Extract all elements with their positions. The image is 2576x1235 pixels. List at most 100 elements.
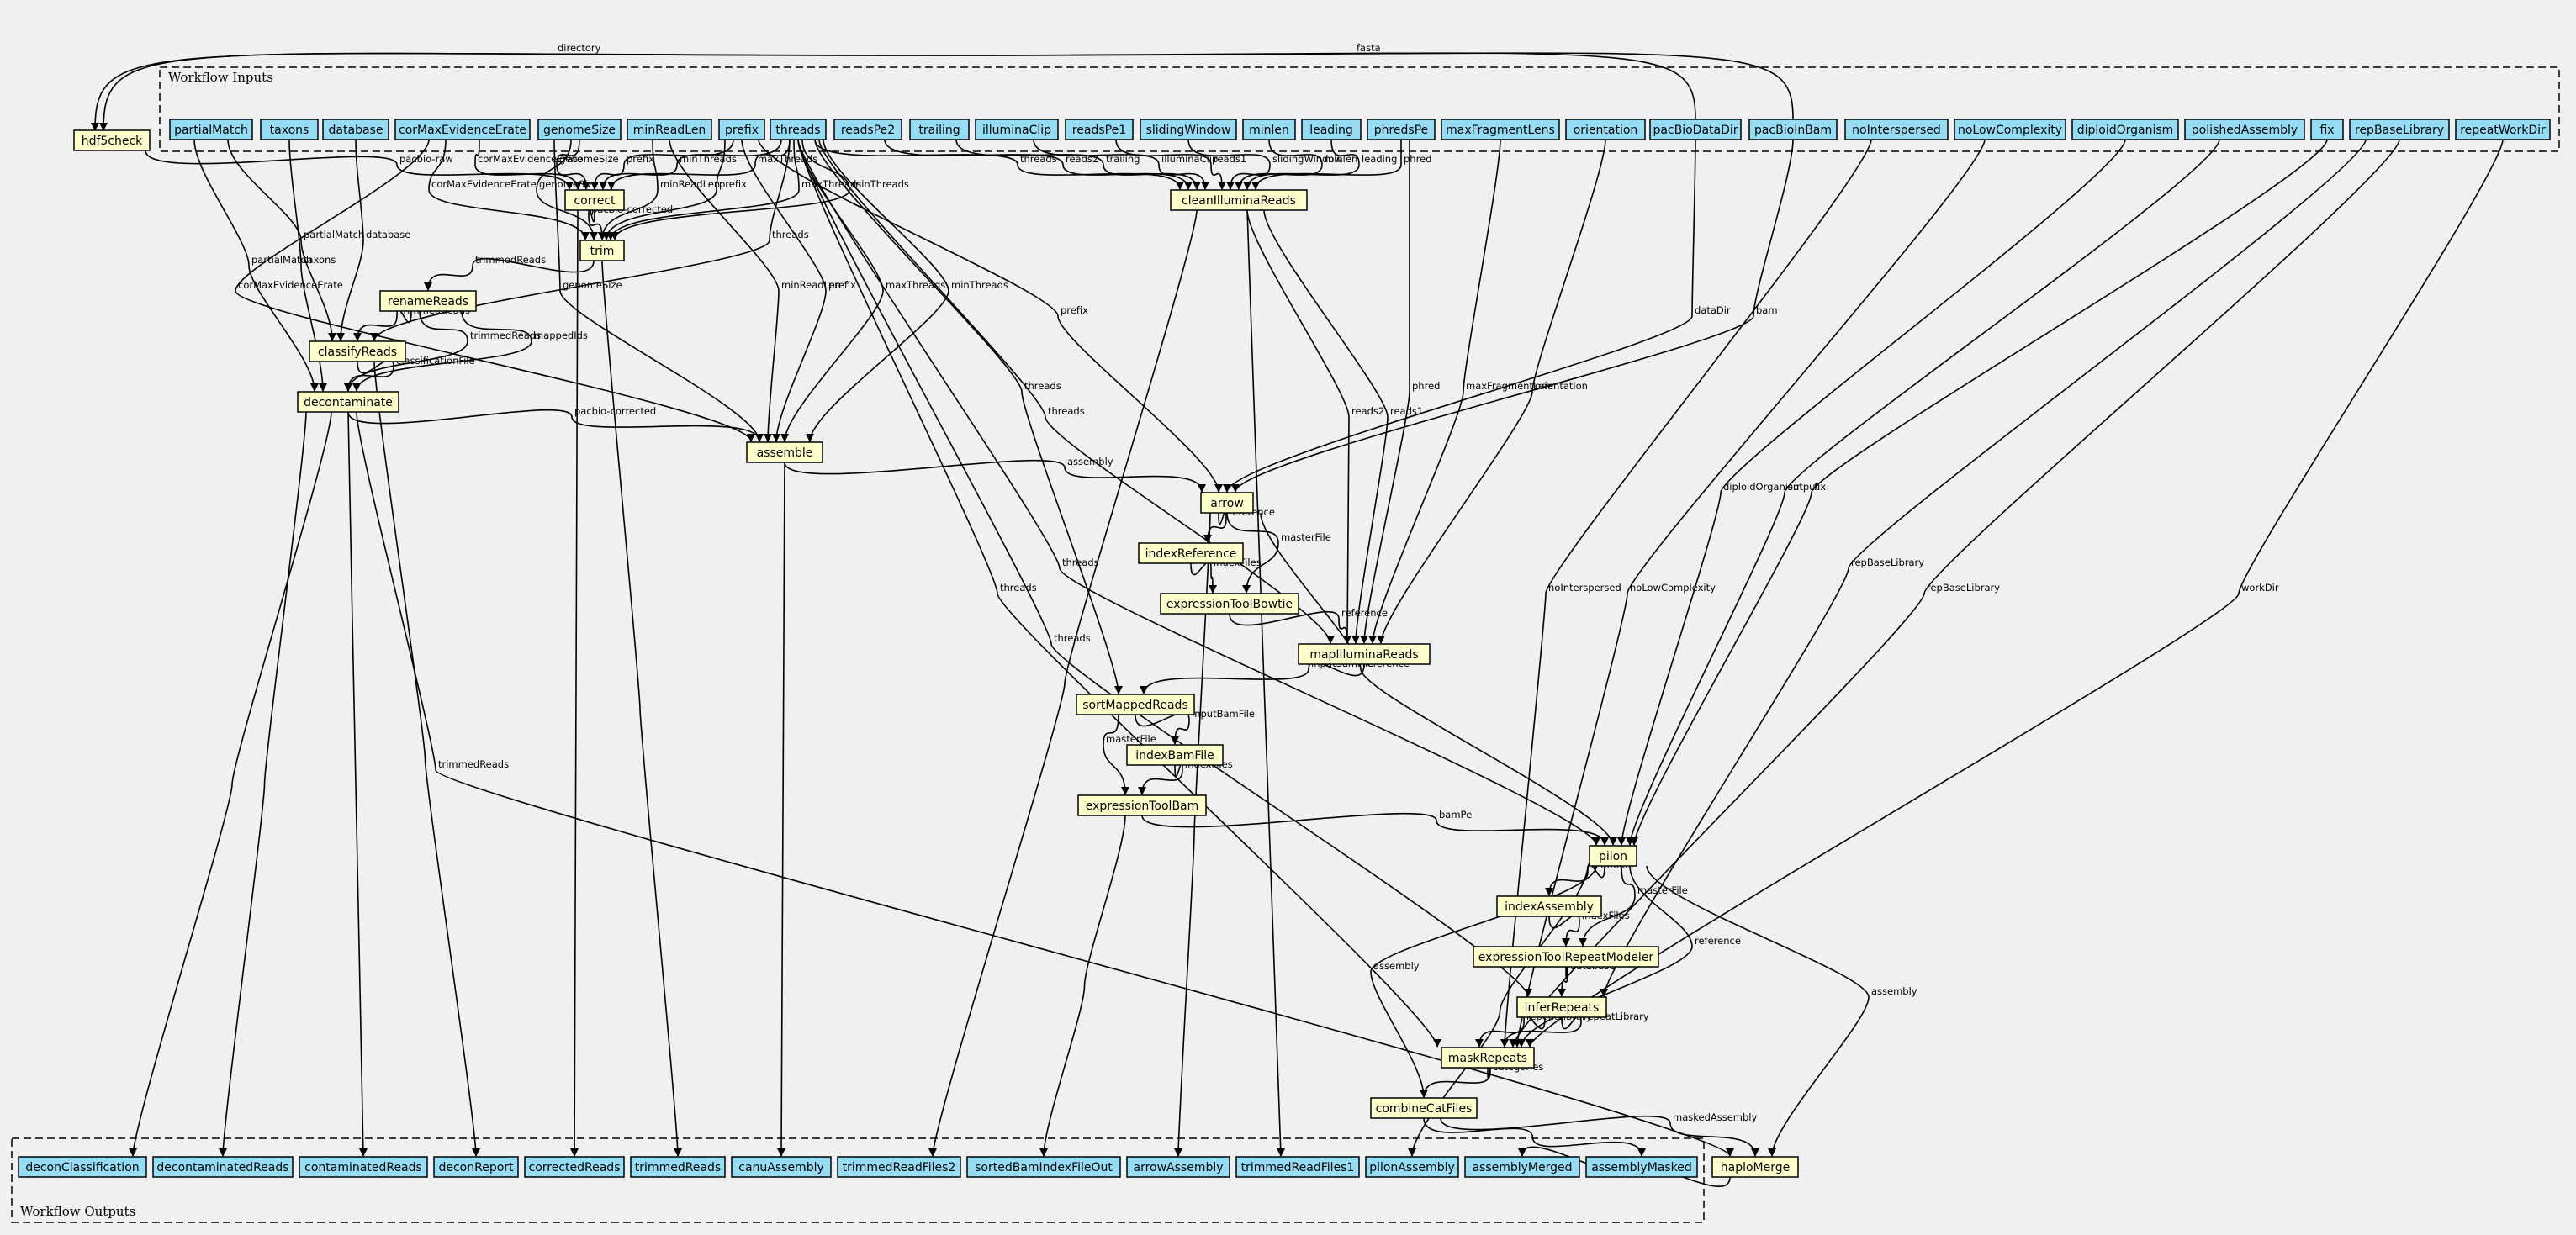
- input-node-orientation[interactable]: orientation: [1565, 119, 1646, 140]
- edge-genome-size-to-trim: [536, 139, 598, 240]
- input-node-diploid-organism[interactable]: diploidOrganism: [2071, 119, 2179, 140]
- step-node-expression-tool-repeat-modeler[interactable]: expressionToolRepeatModeler: [1473, 946, 1659, 968]
- output-node-pilon-assembly[interactable]: pilonAssembly: [1365, 1156, 1459, 1178]
- edge-combine-cat-files-to-haplo-merge: [1440, 1115, 1759, 1157]
- edge-label: threads: [1020, 153, 1057, 165]
- edge-label: corMaxEvidenceErate: [431, 178, 537, 190]
- input-node-threads[interactable]: threads: [770, 119, 827, 140]
- input-node-polished-assembly[interactable]: polishedAssembly: [2184, 119, 2305, 140]
- step-node-pilon[interactable]: pilon: [1589, 845, 1637, 867]
- step-node-trim[interactable]: trim: [579, 240, 625, 261]
- step-node-classify-reads[interactable]: classifyReads: [309, 340, 406, 362]
- input-node-phreds-pe[interactable]: phredsPe: [1367, 119, 1436, 140]
- edge-clean-illumina-reads-to-trimmed-read-files2: [928, 209, 1198, 1157]
- step-label: expressionToolBam: [1086, 800, 1199, 813]
- edge-label: noLowComplexity: [1630, 582, 1716, 594]
- step-node-rename-reads[interactable]: renameReads: [379, 290, 477, 312]
- step-node-index-reference[interactable]: indexReference: [1138, 542, 1244, 564]
- input-box: [2071, 119, 2179, 140]
- input-node-pac-bio-in-bam[interactable]: pacBioInBam: [1748, 119, 1838, 140]
- output-node-decon-classification[interactable]: deconClassification: [18, 1156, 147, 1178]
- edge-label: threads: [1000, 582, 1037, 594]
- input-node-illumina-clip[interactable]: illuminaClip: [975, 119, 1059, 140]
- step-node-combine-cat-files[interactable]: combineCatFiles: [1370, 1097, 1478, 1119]
- edge-database-to-classify-reads: [336, 139, 364, 341]
- edge-threads-to-pilon: [797, 139, 1600, 846]
- edge-label: fix: [1814, 481, 1826, 493]
- output-node-arrow-assembly[interactable]: arrowAssembly: [1126, 1156, 1230, 1178]
- output-node-canu-assembly[interactable]: canuAssembly: [731, 1156, 832, 1178]
- edge-partial-match-to-decontaminate: [193, 139, 319, 392]
- output-node-contaminated-reads[interactable]: contaminatedReads: [299, 1156, 428, 1178]
- edge-decontaminate-to-decon-classification: [129, 411, 332, 1157]
- input-box: [1748, 119, 1838, 140]
- input-node-cor-max-evidence-erate[interactable]: corMaxEvidenceErate: [394, 119, 531, 140]
- output-node-decontaminated-reads[interactable]: decontaminatedReads: [152, 1156, 294, 1178]
- step-node-sort-mapped-reads[interactable]: sortMappedReads: [1076, 694, 1195, 715]
- step-node-hdf5check[interactable]: hdf5check: [73, 129, 151, 151]
- input-node-reads-pe1[interactable]: readsPe1: [1065, 119, 1134, 140]
- input-node-genome-size[interactable]: genomeSize: [537, 119, 622, 140]
- input-box: [1140, 119, 1237, 140]
- step-node-expression-tool-bowtie[interactable]: expressionToolBowtie: [1160, 593, 1299, 615]
- output-node-trimmed-reads[interactable]: trimmedReads: [630, 1156, 726, 1178]
- step-node-mask-repeats[interactable]: maskRepeats: [1441, 1047, 1535, 1069]
- step-node-assemble[interactable]: assemble: [746, 441, 823, 463]
- edge-label: assembly: [1871, 985, 1917, 997]
- edge-rep-base-library-to-mask-repeats: [1509, 139, 2400, 1048]
- input-node-trailing[interactable]: trailing: [909, 119, 970, 140]
- input-node-pac-bio-data-dir[interactable]: pacBioDataDir: [1649, 119, 1742, 140]
- input-node-taxons[interactable]: taxons: [260, 119, 319, 140]
- edge-label: masterFile: [1281, 531, 1331, 543]
- input-node-min-read-len[interactable]: minReadLen: [627, 119, 712, 140]
- step-node-clean-illumina-reads[interactable]: cleanIlluminaReads: [1170, 189, 1308, 211]
- step-node-expression-tool-bam[interactable]: expressionToolBam: [1077, 794, 1207, 816]
- output-node-assembly-merged[interactable]: assemblyMerged: [1464, 1156, 1580, 1178]
- step-label: decontaminate: [304, 396, 393, 409]
- input-node-database[interactable]: database: [322, 119, 389, 140]
- edge-label: diploidOrganism: [1723, 481, 1802, 493]
- step-node-decontaminate[interactable]: decontaminate: [297, 391, 399, 413]
- output-label: decontaminatedReads: [156, 1161, 288, 1174]
- edge-diploid-organism-to-pilon: [1617, 139, 2126, 846]
- input-node-partial-match[interactable]: partialMatch: [169, 119, 253, 140]
- step-label: correct: [574, 194, 616, 208]
- step-node-correct[interactable]: correct: [564, 189, 625, 211]
- step-box: [309, 340, 406, 362]
- input-node-minlen[interactable]: minlen: [1242, 119, 1296, 140]
- workflow-inputs-label: Workflow Inputs: [168, 70, 273, 85]
- edge-expression-tool-bam-to-sorted-bam-index-file-out: [1039, 815, 1126, 1157]
- input-node-repeat-work-dir[interactable]: repeatWorkDir: [2455, 119, 2551, 140]
- edge-label: minThreads: [852, 178, 909, 190]
- edge-label: pacbio-raw: [399, 153, 453, 165]
- input-node-leading[interactable]: leading: [1301, 119, 1362, 140]
- input-node-max-fragment-lens[interactable]: maxFragmentLens: [1441, 119, 1560, 140]
- step-node-infer-repeats[interactable]: inferRepeats: [1516, 996, 1607, 1018]
- step-node-index-assembly[interactable]: indexAssembly: [1496, 895, 1602, 917]
- output-node-corrected-reads[interactable]: correctedReads: [524, 1156, 625, 1178]
- output-node-assembly-masked[interactable]: assemblyMasked: [1585, 1156, 1698, 1178]
- edge-map-illumina-reads-to-sort-mapped-reads: [1140, 662, 1365, 694]
- step-label: expressionToolRepeatModeler: [1478, 951, 1654, 964]
- edge-genome-size-to-correct: [556, 139, 590, 190]
- edge-label: database: [366, 229, 410, 240]
- edge-label: partialMatch: [304, 229, 364, 240]
- step-node-arrow[interactable]: arrow: [1200, 492, 1254, 514]
- input-node-prefix[interactable]: prefix: [718, 119, 765, 140]
- step-node-map-illumina-reads[interactable]: mapIlluminaReads: [1298, 643, 1431, 665]
- step-node-haplo-merge[interactable]: haploMerge: [1711, 1156, 1799, 1178]
- output-node-trimmed-read-files2[interactable]: trimmedReadFiles2: [837, 1156, 961, 1178]
- step-node-index-bam-file[interactable]: indexBamFile: [1126, 744, 1224, 766]
- input-node-no-low-complexity[interactable]: noLowComplexity: [1954, 119, 2066, 140]
- output-node-sorted-bam-index-file-out[interactable]: sortedBamIndexFileOut: [966, 1156, 1121, 1178]
- input-node-rep-base-library[interactable]: repBaseLibrary: [2349, 119, 2450, 140]
- input-label: database: [329, 124, 383, 137]
- input-node-reads-pe2[interactable]: readsPe2: [833, 119, 902, 140]
- input-node-fix[interactable]: fix: [2310, 119, 2344, 140]
- edge-threads-to-correct: [607, 139, 791, 190]
- edge-label: minReadLen: [781, 279, 841, 291]
- input-node-no-interspersed[interactable]: noInterspersed: [1844, 119, 1949, 140]
- output-node-trimmed-read-files1[interactable]: trimmedReadFiles1: [1235, 1156, 1360, 1178]
- output-node-decon-report[interactable]: deconReport: [433, 1156, 519, 1178]
- input-node-sliding-window[interactable]: slidingWindow: [1140, 119, 1237, 140]
